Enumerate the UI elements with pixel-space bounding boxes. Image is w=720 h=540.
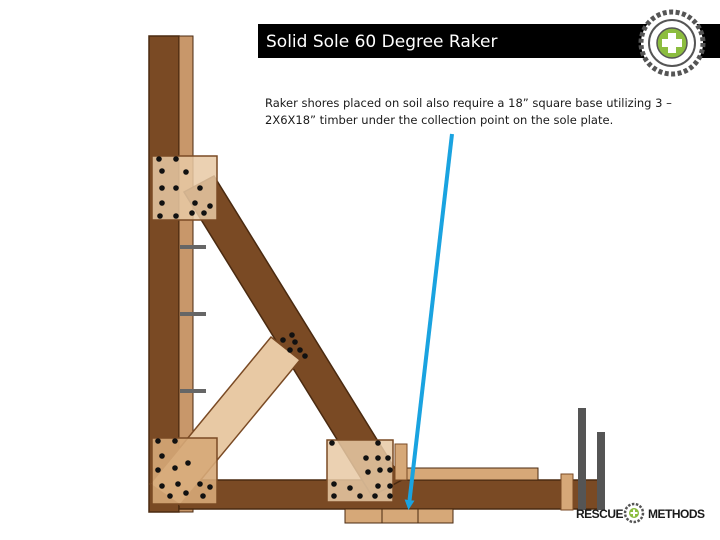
heel-block [394, 443, 408, 481]
wall-wedge [180, 245, 206, 249]
page-title: Solid Sole 60 Degree Raker [266, 32, 498, 52]
nail [167, 493, 173, 499]
nail [207, 484, 213, 490]
nail [387, 483, 393, 489]
nail [189, 210, 195, 216]
nail [287, 347, 293, 353]
nail [197, 481, 203, 487]
nail [183, 169, 189, 175]
nail [372, 493, 378, 499]
nail [375, 483, 381, 489]
nail [172, 438, 178, 444]
nail [173, 213, 179, 219]
end-block [560, 473, 574, 511]
rescue-methods-logo: RESCUE METHODS [576, 500, 716, 530]
gear-icon [623, 502, 645, 524]
top-gusset [151, 155, 218, 221]
logo-word-rescue: RESCUE [576, 507, 624, 521]
nail [329, 440, 335, 446]
wall-plate [148, 35, 180, 513]
nail [159, 200, 165, 206]
wall-wedge [180, 389, 206, 393]
nail [156, 156, 162, 162]
nail [347, 485, 353, 491]
base-timber [344, 508, 383, 524]
nail [155, 467, 161, 473]
nail [172, 465, 178, 471]
nail [292, 339, 298, 345]
nail [280, 337, 286, 343]
nail [289, 332, 295, 338]
nail [357, 493, 363, 499]
nail [159, 453, 165, 459]
stake [578, 408, 586, 510]
nail [157, 213, 163, 219]
nail [331, 493, 337, 499]
nail [173, 185, 179, 191]
nail [377, 467, 383, 473]
base-timber [381, 508, 419, 524]
nail [385, 455, 391, 461]
nail [365, 469, 371, 475]
nail [159, 483, 165, 489]
nail [331, 481, 337, 487]
nail [387, 493, 393, 499]
nail [159, 185, 165, 191]
nail [173, 156, 179, 162]
caption-text: Raker shores placed on soil also require… [265, 96, 672, 127]
nail [183, 490, 189, 496]
nail [155, 438, 161, 444]
rescue-badge-icon [638, 9, 706, 77]
nail [175, 481, 181, 487]
nail [387, 467, 393, 473]
nail [207, 203, 213, 209]
nail [192, 200, 198, 206]
nail [185, 460, 191, 466]
wall-wedge [180, 312, 206, 316]
nail [375, 440, 381, 446]
nail [201, 210, 207, 216]
bottom-right-gusset [326, 439, 394, 503]
nail-pattern [155, 156, 393, 499]
nail [159, 168, 165, 174]
base-timber [417, 508, 454, 524]
logo-word-methods: METHODS [648, 507, 705, 521]
stake [597, 432, 605, 510]
nail [375, 455, 381, 461]
nail [363, 455, 369, 461]
nail [197, 185, 203, 191]
nail [297, 347, 303, 353]
collection-point-arrow [404, 133, 454, 510]
nail [200, 493, 206, 499]
nail [302, 353, 308, 359]
